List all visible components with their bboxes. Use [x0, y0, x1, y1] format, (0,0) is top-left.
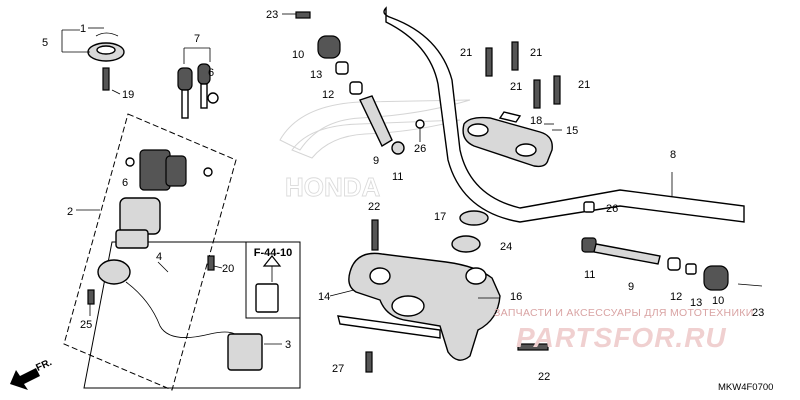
callout-5: 5 [42, 37, 48, 49]
part-16-top-bridge [348, 252, 501, 361]
callout-11-left: 11 [392, 171, 403, 183]
callout-1: 1 [80, 23, 86, 35]
callout-27: 27 [332, 363, 344, 375]
callout-4: 4 [156, 251, 162, 263]
callout-18: 18 [530, 115, 542, 127]
callout-22-upper: 22 [368, 201, 380, 213]
watermark-logo: PARTSFOR.RU [516, 322, 727, 353]
reference-label: F-44-10 [253, 247, 293, 259]
part-9-bar-end-shaft [359, 95, 393, 147]
part-10-bar-end-weight [317, 35, 341, 59]
callout-14: 14 [318, 291, 330, 303]
part-14-bracket [337, 315, 441, 339]
part-15-handlebar-upper-holder [462, 116, 553, 168]
callout-20: 20 [222, 263, 234, 275]
callout-13-left: 13 [310, 69, 322, 81]
part-7-keys [177, 63, 211, 119]
part-12-collar [349, 81, 363, 95]
honda-logo-text: HONDA [285, 172, 381, 202]
part-13-bushing [335, 61, 349, 75]
part-27-screw [365, 351, 373, 373]
ignition-group-frame [63, 113, 237, 391]
part-4-harness [97, 259, 279, 371]
callout-23-top: 23 [266, 9, 278, 21]
part-18-plate [498, 111, 522, 123]
callout-25: 25 [80, 319, 92, 331]
callout-17: 17 [434, 211, 446, 223]
part-22-bolt-lower [517, 343, 549, 351]
front-direction-arrow-icon [10, 368, 40, 390]
callout-9-left: 9 [373, 155, 379, 167]
part-24-stem-nut [451, 235, 481, 253]
part-10-bar-end-weight-right [703, 265, 729, 291]
harness-group-frame [83, 241, 301, 389]
callout-6-mid: 6 [122, 177, 128, 189]
part-6-grommet-top [207, 92, 219, 104]
callout-12-left: 12 [322, 89, 334, 101]
callout-15: 15 [566, 125, 578, 137]
reference-box [245, 241, 301, 319]
honda-wing-logo-background: HONDA [279, 99, 471, 202]
callout-26-top: 26 [414, 143, 426, 155]
callout-21-c: 21 [510, 81, 522, 93]
callout-8: 8 [670, 149, 676, 161]
callout-22-lower: 22 [538, 371, 550, 383]
part-23-bolt-top [295, 11, 311, 19]
part-2-ignition-switch [115, 149, 213, 249]
callout-24: 24 [500, 241, 512, 253]
callout-10-right: 10 [712, 295, 724, 307]
part-8-handlebar [383, 6, 745, 223]
part-11-nut-left [391, 141, 405, 155]
part-12-collar-right [667, 257, 681, 271]
part-9-bar-end-shaft-right [593, 243, 661, 265]
callout-numbers: 1 2 3 4 5 6 6 7 8 9 9 10 10 11 11 12 12 … [42, 9, 764, 383]
part-1-clip [95, 32, 119, 37]
callout-6-top: 6 [208, 67, 214, 79]
callout-3: 3 [285, 339, 291, 351]
part-19-screw [102, 67, 110, 91]
part-21-bolts [485, 41, 561, 109]
part-25-screw [87, 289, 95, 305]
callout-23-right: 23 [752, 307, 764, 319]
callout-21-b: 21 [530, 47, 542, 59]
part-26-plug-right [583, 201, 595, 213]
callout-21-d: 21 [578, 79, 590, 91]
callout-26-right: 26 [606, 203, 618, 215]
callout-2: 2 [67, 206, 73, 218]
callout-19: 19 [122, 89, 134, 101]
callout-13-right: 13 [690, 297, 702, 309]
part-20-screw [207, 255, 215, 271]
diagram-code: MKW4F0700 [718, 382, 774, 393]
callout-21-a: 21 [460, 47, 472, 59]
callout-12-right: 12 [670, 291, 682, 303]
part-13-bushing-right [685, 263, 697, 275]
part-17-cap [459, 210, 489, 226]
part-26-plug-top [415, 119, 425, 129]
watermark-tagline: ЗАПЧАСТИ И АКСЕССУАРЫ ДЛЯ МОТОТЕХНИКИ [494, 307, 754, 319]
callout-16: 16 [510, 291, 522, 303]
part-22-bolt-upper [371, 219, 379, 251]
callout-7: 7 [194, 33, 200, 45]
callout-10-left: 10 [292, 49, 304, 61]
callout-11-right: 11 [584, 269, 595, 281]
callout-9-right: 9 [628, 281, 634, 293]
